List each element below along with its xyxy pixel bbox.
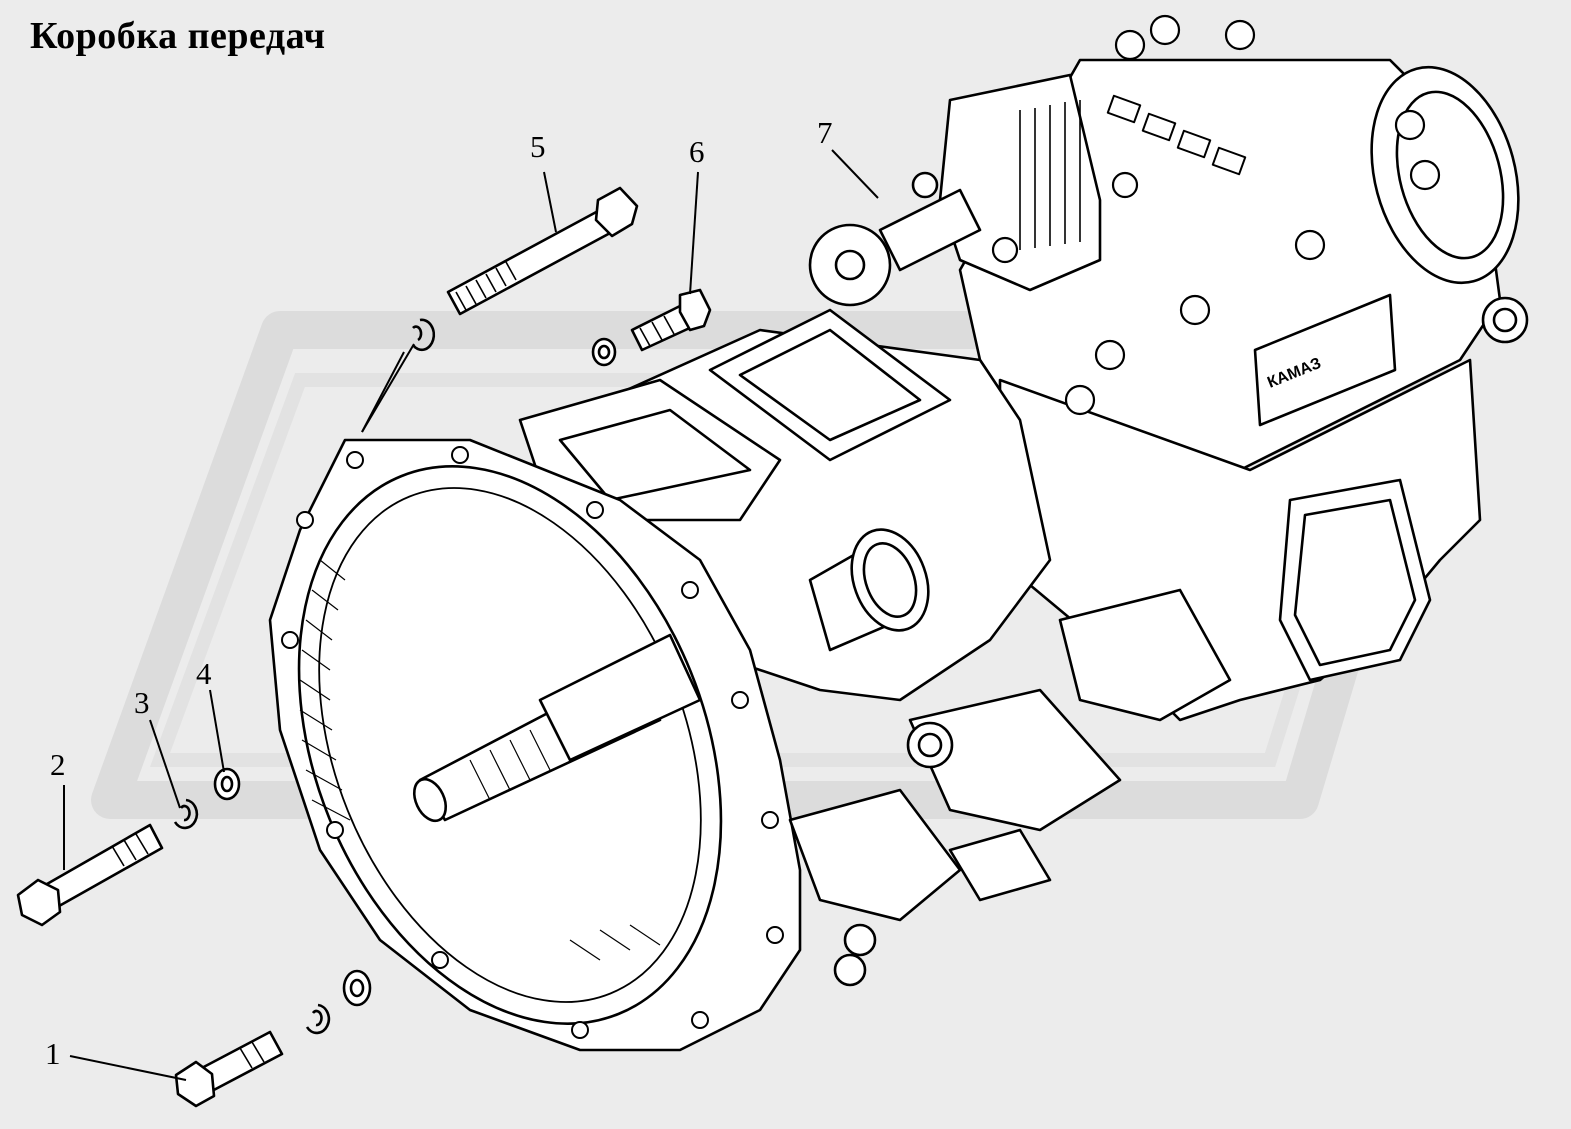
top-bolts	[991, 14, 1441, 416]
washer-1b	[342, 969, 372, 1007]
flange-holes	[281, 446, 784, 1039]
callout-4: 4	[196, 656, 212, 691]
page-title: Коробка передач	[30, 15, 326, 57]
callout-2: 2	[50, 747, 66, 782]
bolt-2	[16, 823, 164, 927]
leader-lines	[63, 149, 879, 1081]
bolt-5	[446, 186, 639, 316]
bolt-6	[591, 288, 712, 367]
callout-3: 3	[134, 685, 150, 720]
washer-1a	[305, 1003, 331, 1035]
inspection-cover	[708, 308, 952, 462]
side-cover	[1278, 478, 1432, 682]
bell-hatching	[299, 559, 661, 961]
callout-5: 5	[530, 129, 546, 164]
washer-5	[411, 318, 436, 352]
callout-1: 1	[45, 1036, 61, 1071]
nameplate	[1253, 293, 1397, 427]
bolt-1	[174, 1030, 284, 1108]
callout-6: 6	[689, 134, 705, 169]
callout-7: 7	[817, 115, 833, 150]
washer-4	[213, 767, 241, 801]
gearbox-body	[268, 14, 1529, 1052]
callouts: 1 2 3 4 5 6 7	[45, 115, 833, 1071]
washer-3	[173, 798, 199, 830]
top-cover-marks	[1106, 94, 1247, 176]
lower-valve	[788, 788, 962, 922]
